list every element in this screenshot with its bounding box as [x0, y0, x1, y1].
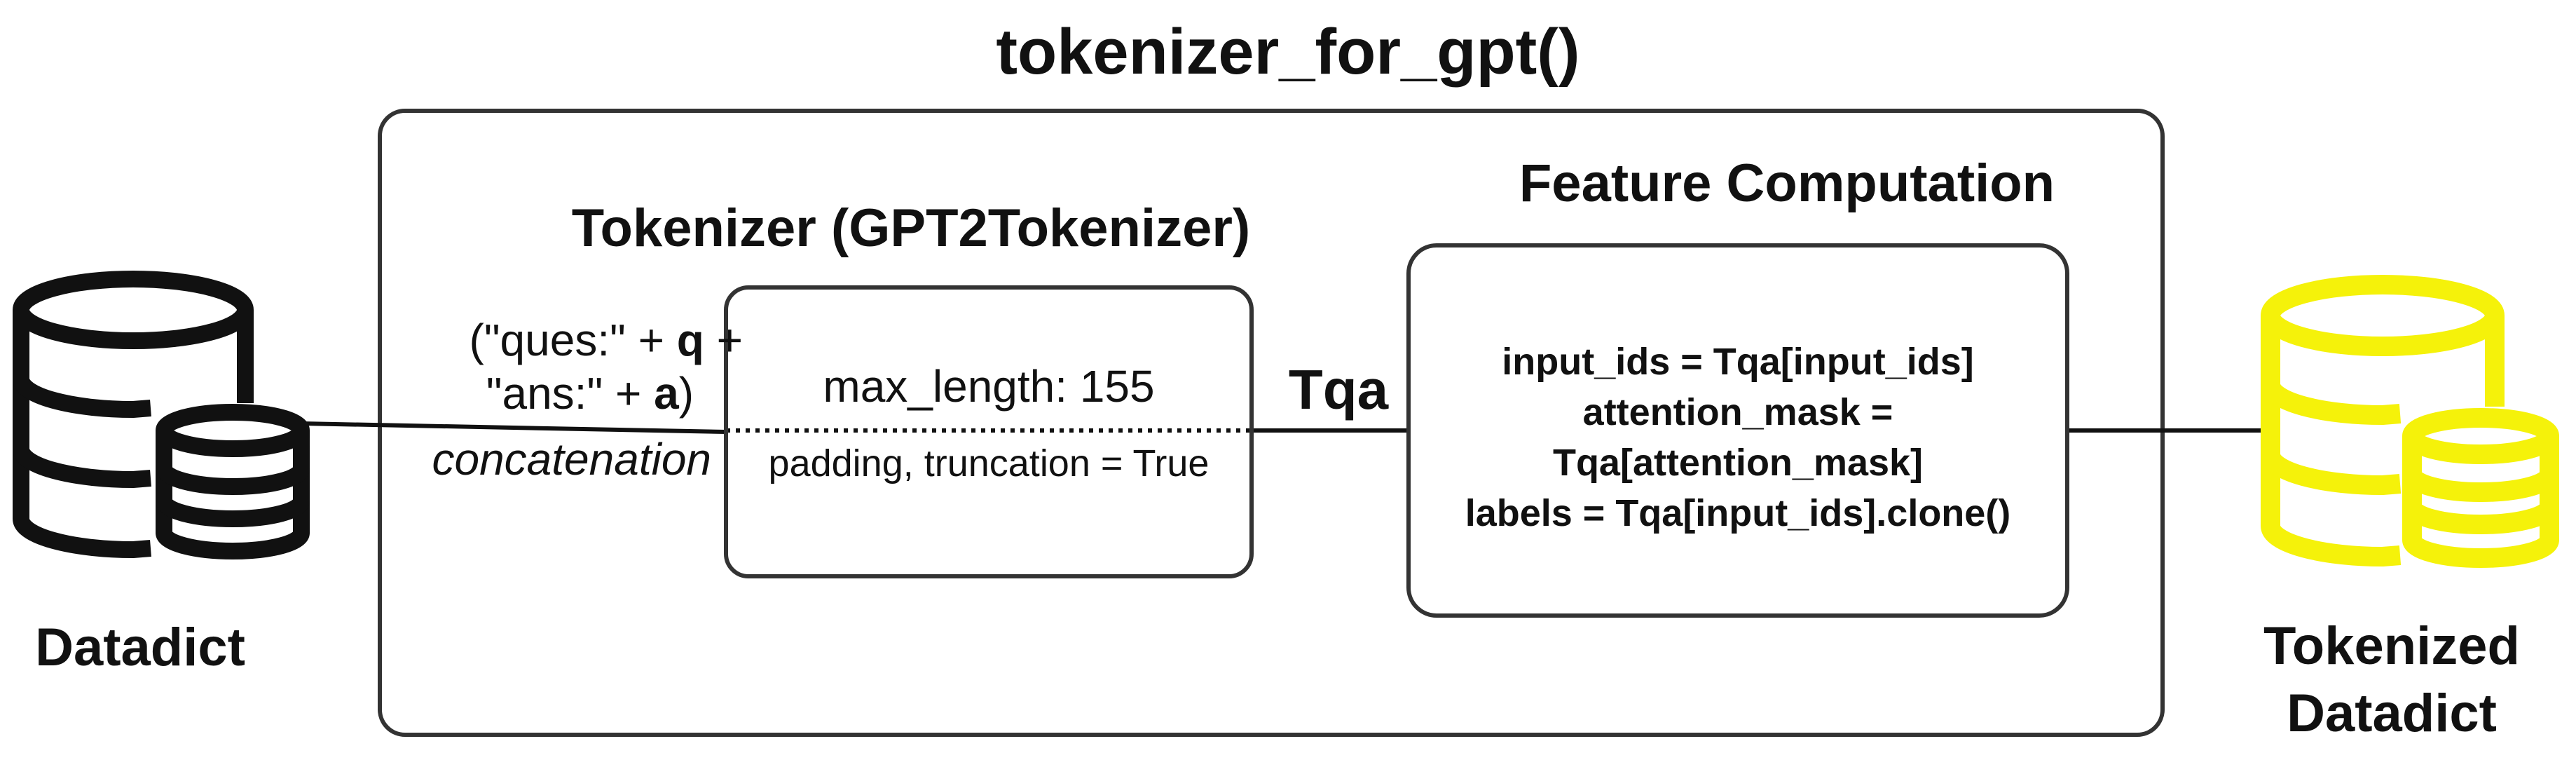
feature-computation-box: [1406, 243, 2069, 618]
source-connector: [301, 421, 727, 434]
tokenizer-title: Tokenizer (GPT2Tokenizer): [571, 198, 1251, 258]
feature-line-attention-mask-value: Tqa[attention_mask]: [1552, 442, 1924, 484]
feature-computation-code: input_ids = Tqa[input_ids] attention_mas…: [1409, 337, 2067, 538]
feature-line-input-ids: input_ids = Tqa[input_ids]: [1502, 341, 1974, 383]
feature-line-attention-mask: attention_mask =: [1582, 391, 1893, 433]
tokenized-label-line1: Tokenized: [2263, 616, 2520, 676]
feature-line-labels: labels = Tqa[input_ids].clone(): [1465, 492, 2011, 534]
tokenized-database-icon: [2261, 275, 2559, 568]
padding-truncation-setting: padding, truncation = True: [768, 442, 1210, 484]
function-box: [378, 109, 2165, 737]
prompt-template-line1: ("ques:" + q +: [392, 314, 744, 366]
prompt-plus-text: +: [704, 315, 743, 365]
tqa-label: Tqa: [1288, 358, 1389, 421]
prompt-prefix-text: ("ques:" +: [469, 315, 677, 365]
database-icon: [13, 271, 310, 559]
source-datadict-label: Datadict: [35, 618, 245, 677]
diagram-title: tokenizer_for_gpt(): [996, 16, 1580, 88]
tokenized-label-line2: Datadict: [2287, 684, 2497, 743]
answer-prefix-text: "ans:" +: [486, 368, 655, 419]
tokenizer-box: [724, 285, 1254, 578]
prompt-close-paren: ): [678, 368, 694, 419]
prompt-template-line2: "ans:" + a): [392, 367, 694, 419]
max-length-setting: max_length: 155: [823, 361, 1155, 412]
tokenized-datadict-label: Tokenized Datadict: [2207, 613, 2576, 747]
question-variable: q: [676, 315, 704, 365]
answer-variable: a: [654, 368, 679, 419]
feature-computation-title: Feature Computation: [1519, 154, 2055, 213]
concatenation-label: concatenation: [432, 434, 711, 484]
